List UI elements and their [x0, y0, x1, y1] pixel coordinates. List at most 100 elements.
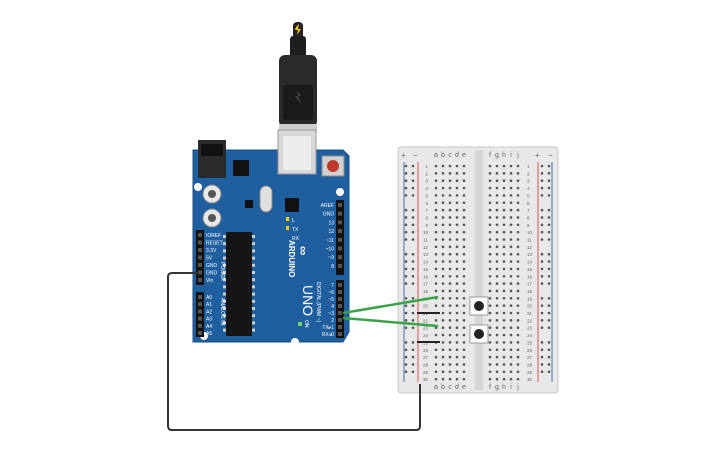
bb-hole[interactable]: [448, 274, 452, 278]
bb-hole[interactable]: [502, 260, 506, 263]
bb-hole[interactable]: [516, 252, 520, 256]
bb-hole[interactable]: [502, 326, 506, 330]
bb-hole[interactable]: [488, 260, 492, 263]
bb-hole[interactable]: [509, 216, 513, 219]
bb-hole[interactable]: [502, 179, 506, 182]
rail-hole[interactable]: [540, 326, 544, 330]
bb-hole[interactable]: [448, 186, 452, 190]
rail-hole[interactable]: [404, 319, 408, 322]
digital-header-top[interactable]: [336, 200, 344, 275]
rail-hole[interactable]: [547, 355, 551, 359]
bb-hole[interactable]: [495, 311, 499, 315]
bb-hole[interactable]: [441, 311, 445, 315]
bb-hole[interactable]: [488, 333, 492, 337]
bb-hole[interactable]: [509, 289, 513, 293]
bb-hole[interactable]: [495, 194, 499, 197]
header-pin[interactable]: [338, 311, 342, 315]
bb-hole[interactable]: [441, 267, 445, 271]
rail-hole[interactable]: [411, 164, 415, 168]
bb-hole[interactable]: [434, 333, 438, 337]
bb-hole[interactable]: [502, 355, 506, 359]
bb-hole[interactable]: [509, 267, 513, 271]
bb-hole[interactable]: [455, 260, 459, 263]
rail-hole[interactable]: [540, 260, 544, 263]
rail-hole[interactable]: [547, 326, 551, 330]
bb-hole[interactable]: [516, 341, 520, 344]
rail-hole[interactable]: [540, 311, 544, 315]
rail-hole[interactable]: [547, 304, 551, 307]
wire-pin3-green[interactable]: [342, 316, 439, 328]
bb-hole[interactable]: [441, 245, 445, 249]
bb-hole[interactable]: [434, 267, 438, 271]
bb-hole[interactable]: [495, 230, 499, 234]
bb-hole[interactable]: [434, 289, 438, 293]
rail-hole[interactable]: [547, 179, 551, 182]
header-pin[interactable]: [338, 332, 342, 336]
bb-hole[interactable]: [488, 348, 492, 352]
bb-hole[interactable]: [502, 363, 506, 366]
bb-hole[interactable]: [516, 289, 520, 293]
rail-hole[interactable]: [404, 341, 408, 344]
rail-hole[interactable]: [411, 348, 415, 352]
bb-hole[interactable]: [495, 252, 499, 256]
rail-hole[interactable]: [547, 267, 551, 271]
rail-hole[interactable]: [404, 363, 408, 366]
rail-hole[interactable]: [411, 311, 415, 315]
rail-hole[interactable]: [540, 208, 544, 212]
bb-hole[interactable]: [509, 245, 513, 249]
bb-hole[interactable]: [441, 326, 445, 330]
bb-hole[interactable]: [455, 230, 459, 234]
bb-hole[interactable]: [502, 282, 506, 285]
rail-hole[interactable]: [547, 230, 551, 234]
bb-hole[interactable]: [495, 179, 499, 182]
bb-hole[interactable]: [516, 172, 520, 175]
rail-hole[interactable]: [411, 194, 415, 197]
rail-hole[interactable]: [411, 341, 415, 344]
bb-hole[interactable]: [488, 208, 492, 212]
bb-hole[interactable]: [441, 194, 445, 197]
bb-hole[interactable]: [441, 260, 445, 263]
bb-hole[interactable]: [516, 230, 520, 234]
bb-hole[interactable]: [509, 370, 513, 374]
bb-hole[interactable]: [441, 216, 445, 219]
bb-hole[interactable]: [462, 319, 466, 322]
bb-hole[interactable]: [516, 311, 520, 315]
rail-hole[interactable]: [547, 348, 551, 352]
bb-hole[interactable]: [488, 164, 492, 168]
rail-hole[interactable]: [540, 186, 544, 190]
bb-hole[interactable]: [509, 238, 513, 241]
bb-hole[interactable]: [441, 164, 445, 168]
bb-hole[interactable]: [502, 245, 506, 249]
bb-hole[interactable]: [516, 216, 520, 219]
bb-hole[interactable]: [502, 311, 506, 315]
rail-hole[interactable]: [547, 252, 551, 256]
rail-hole[interactable]: [411, 274, 415, 278]
rail-hole[interactable]: [404, 186, 408, 190]
bb-hole[interactable]: [495, 326, 499, 330]
header-pin[interactable]: [198, 316, 202, 321]
bb-hole[interactable]: [455, 282, 459, 285]
bb-hole[interactable]: [462, 179, 466, 182]
header-pin[interactable]: [198, 278, 202, 282]
bb-hole[interactable]: [495, 363, 499, 366]
bb-hole[interactable]: [434, 370, 438, 374]
rail-hole[interactable]: [547, 216, 551, 219]
bb-hole[interactable]: [509, 348, 513, 352]
bb-hole[interactable]: [448, 326, 452, 330]
bb-hole[interactable]: [516, 282, 520, 285]
bb-hole[interactable]: [516, 179, 520, 182]
bb-hole[interactable]: [434, 260, 438, 263]
bb-hole[interactable]: [455, 208, 459, 212]
rail-hole[interactable]: [411, 216, 415, 219]
bb-hole[interactable]: [455, 355, 459, 359]
bb-hole[interactable]: [516, 274, 520, 278]
bb-hole[interactable]: [495, 355, 499, 359]
bb-hole[interactable]: [495, 282, 499, 285]
bb-hole[interactable]: [488, 377, 492, 381]
bb-hole[interactable]: [441, 363, 445, 366]
rail-hole[interactable]: [547, 208, 551, 212]
rail-hole[interactable]: [547, 363, 551, 366]
bb-hole[interactable]: [462, 260, 466, 263]
rail-hole[interactable]: [411, 208, 415, 212]
